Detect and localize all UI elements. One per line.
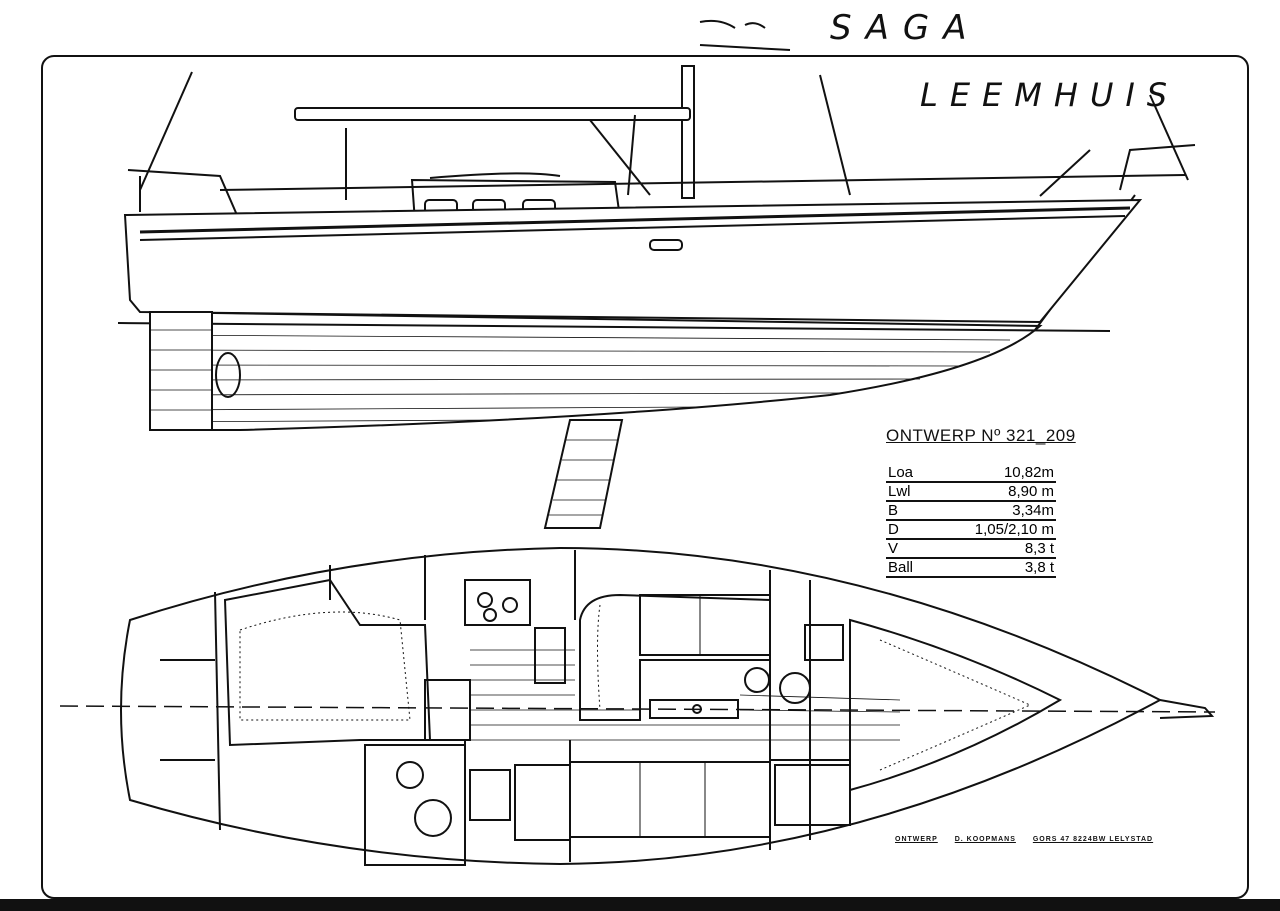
toilet	[414, 799, 452, 837]
footer-label: ONTWERP	[895, 836, 938, 843]
spec-row-draft: D 1,05/2,10 m	[886, 519, 1056, 540]
scan-edge	[0, 899, 1280, 911]
spec-row-loa: Loa 10,82m	[886, 462, 1056, 483]
spec-row-displacement: V 8,3 t	[886, 538, 1056, 559]
footer-address: GORS 47 8224BW LELYSTAD	[1032, 836, 1154, 843]
spec-value: 3,34m	[1012, 502, 1054, 519]
spec-row-ballast: Ball 3,8 t	[886, 557, 1056, 578]
mast	[681, 65, 695, 199]
stove	[464, 579, 531, 626]
spec-key: Ball	[888, 559, 914, 576]
footer-designer: D. KOOPMANS	[954, 836, 1016, 843]
side-profile	[117, 65, 1196, 529]
spec-value: 10,82m	[1003, 464, 1054, 481]
topsides	[123, 198, 1143, 324]
spec-value: 8,90 m	[1008, 483, 1054, 500]
underwater-hull	[149, 310, 1043, 431]
pen-scribble	[699, 19, 791, 51]
spec-value: 3,8 t	[1024, 559, 1054, 576]
plan-view	[59, 546, 1216, 866]
spec-key: V	[888, 540, 899, 557]
spec-key: Lwl	[888, 483, 911, 500]
plan-hull-outline	[120, 546, 1163, 866]
boom	[294, 107, 691, 121]
design-number-title: ONTWERP Nº 321_209	[886, 426, 1076, 445]
keel	[543, 419, 624, 529]
spec-row-lwl: Lwl 8,90 m	[886, 481, 1056, 502]
spec-key: Loa	[888, 464, 914, 481]
spec-value: 8,3 t	[1024, 540, 1054, 557]
drawing-frame	[41, 55, 1249, 899]
spec-row-beam: B 3,34m	[886, 500, 1056, 521]
handwritten-boat-name: SAGA	[830, 8, 981, 48]
spec-key: D	[888, 521, 899, 538]
spec-value: 1,05/2,10 m	[974, 521, 1054, 538]
designer-footer: ONTWERP D. KOOPMANS GORS 47 8224BW LELYS…	[895, 836, 1167, 843]
handwritten-owner-name: LEEMHUIS	[920, 76, 1180, 114]
spec-key: B	[888, 502, 899, 519]
